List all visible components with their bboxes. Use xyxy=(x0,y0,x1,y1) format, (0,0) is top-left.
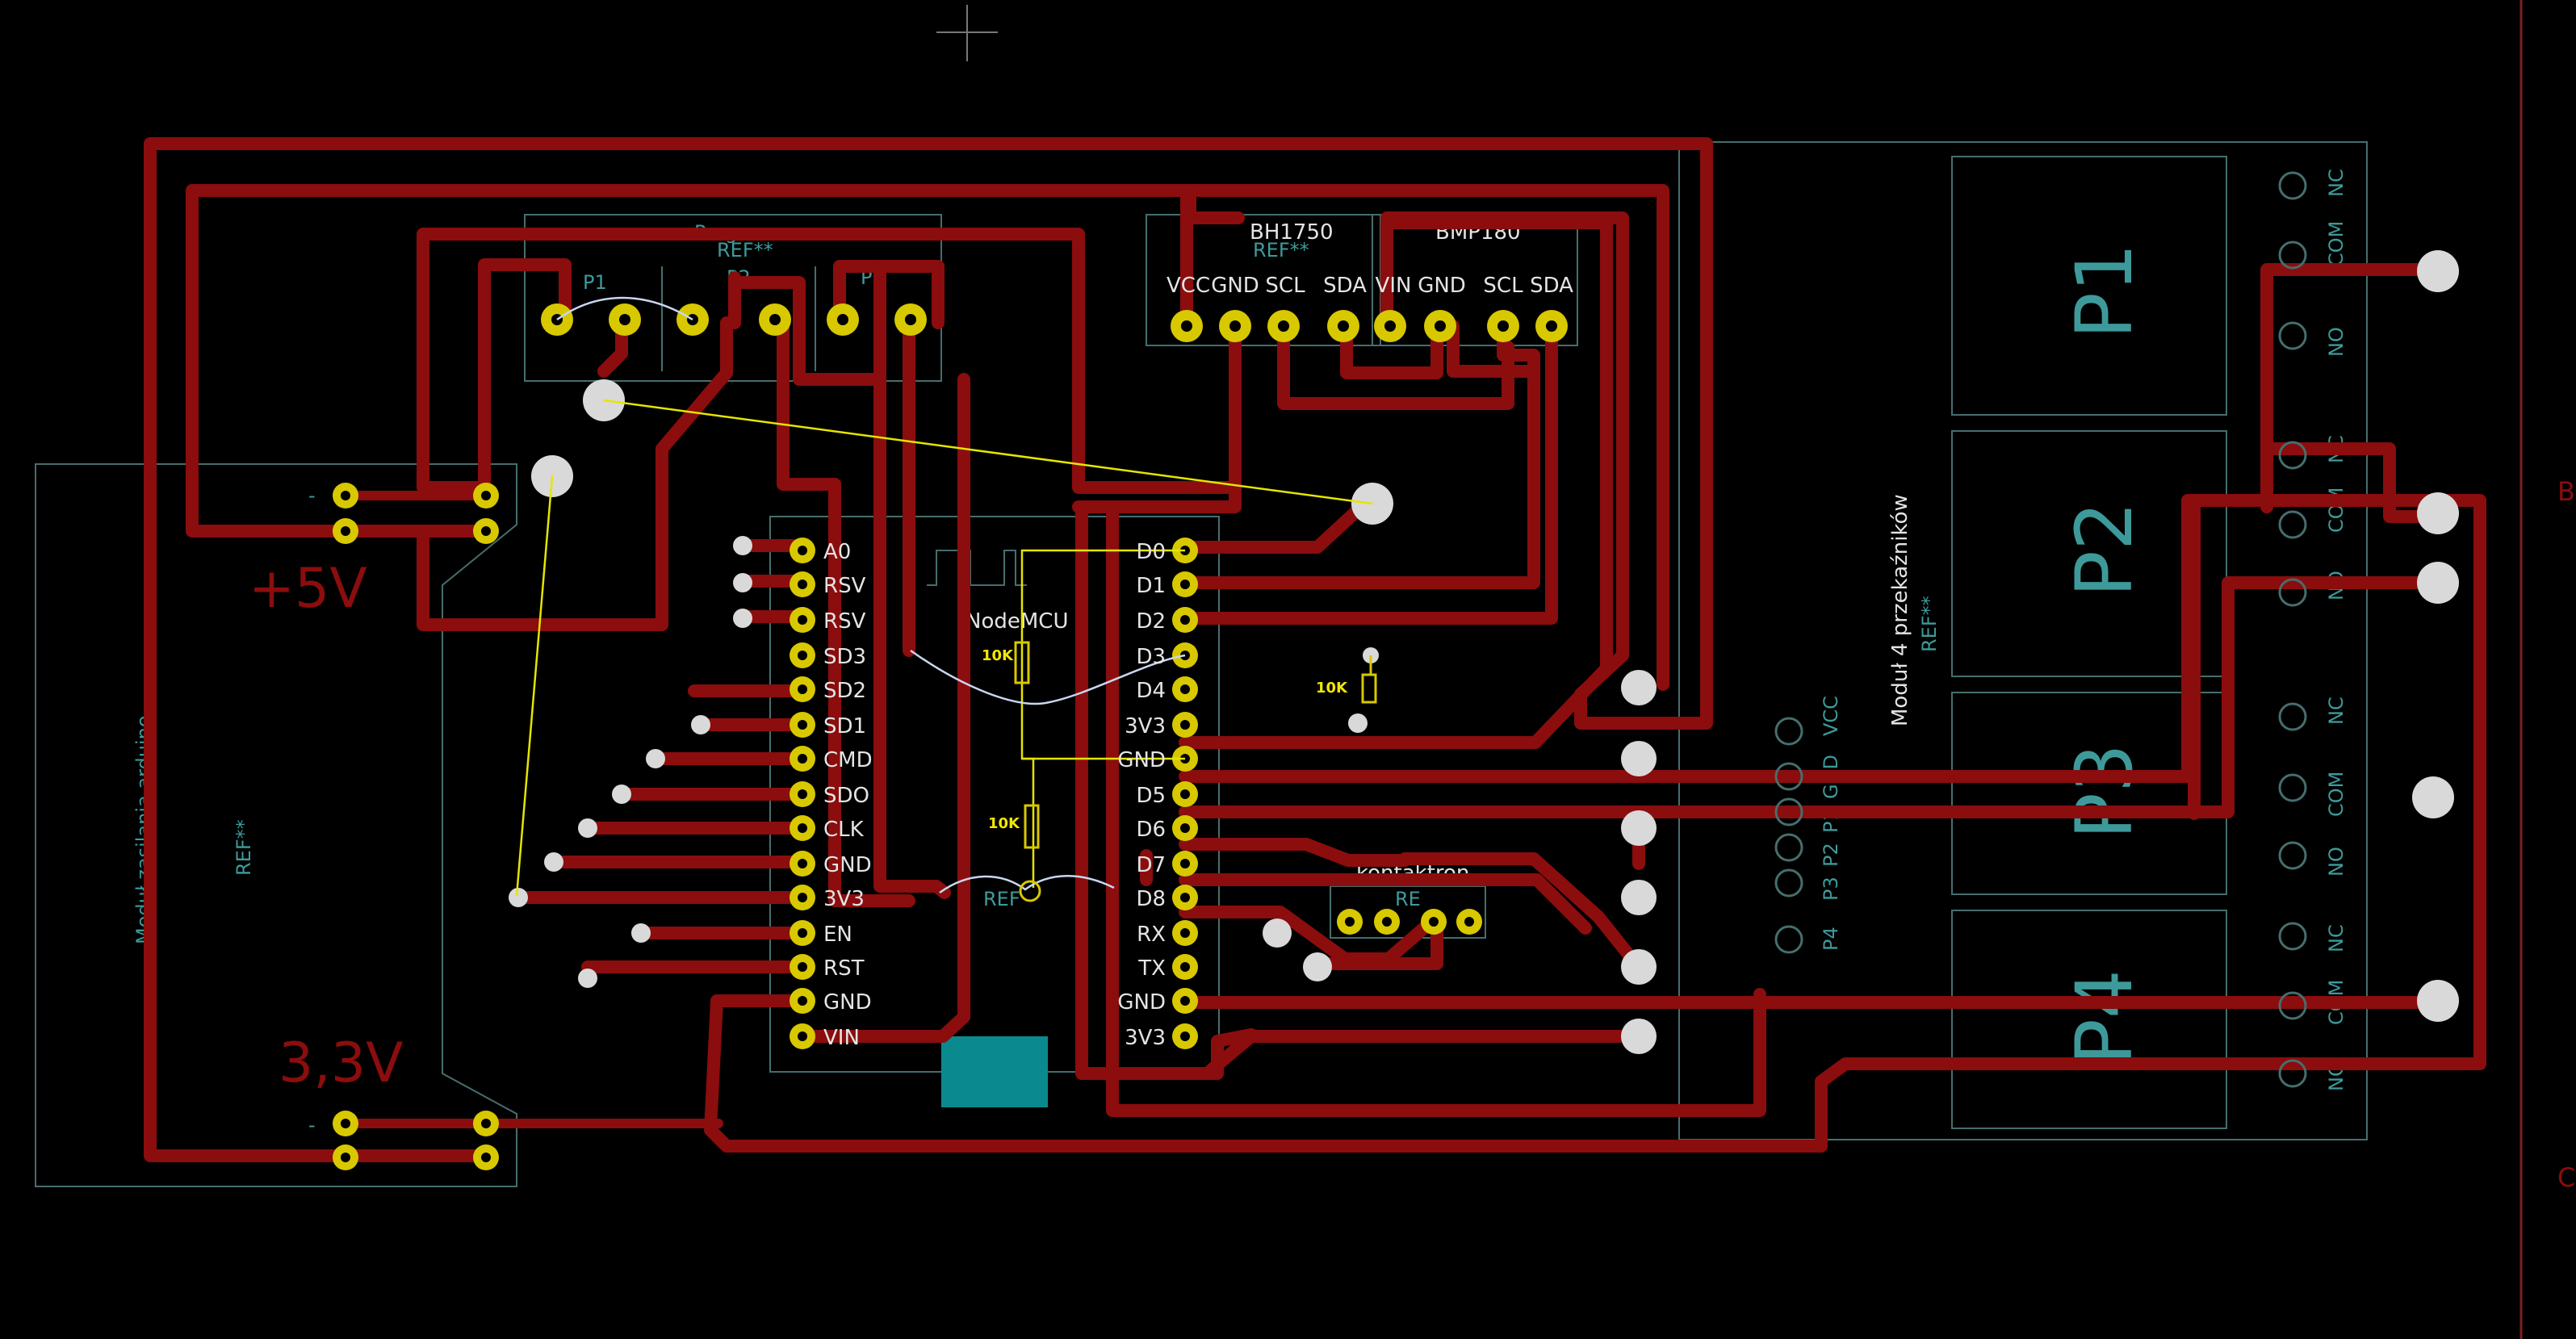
ratsnest-lines xyxy=(515,399,1373,897)
svg-text:VIN: VIN xyxy=(1376,274,1412,298)
svg-text:NC: NC xyxy=(2325,697,2348,725)
relay-module-outline[interactable] xyxy=(1678,141,2368,1140)
svg-text:GND: GND xyxy=(1211,274,1259,298)
resistor-r2-value: 10K xyxy=(1316,680,1348,697)
svg-text:D5: D5 xyxy=(1136,784,1166,808)
program-ref: REF** xyxy=(717,239,773,262)
svg-text:CMD: CMD xyxy=(823,748,873,772)
pads[interactable] xyxy=(333,171,2459,1170)
power-module-outline[interactable] xyxy=(35,463,517,1187)
jumper-wires xyxy=(556,296,1186,902)
nodemcu-title: NodeMCU xyxy=(965,609,1068,634)
relay-module-title: Moduł 4 przekaźników xyxy=(1888,494,1912,726)
svg-text:SCL: SCL xyxy=(1265,274,1305,298)
bh1750-ref: REF** xyxy=(1253,239,1309,262)
svg-text:SDO: SDO xyxy=(823,784,869,808)
svg-text:D7: D7 xyxy=(1136,853,1166,877)
svg-text:3V3: 3V3 xyxy=(1125,714,1166,739)
resistor-r2[interactable]: 10K xyxy=(1316,655,1377,704)
svg-text:RSV: RSV xyxy=(823,609,866,634)
frame-marker-b: B xyxy=(2557,476,2575,507)
svg-text:GND: GND xyxy=(1117,748,1166,772)
nodemcu-left-pin-labels: A0 RSV RSV SD3 SD2 SD1 CMD SDO CLK GND 3… xyxy=(823,540,873,1050)
nodemcu-ref: REF xyxy=(983,888,1020,910)
svg-text:SD1: SD1 xyxy=(823,714,866,739)
relay-p2-outline[interactable] xyxy=(1951,430,2227,677)
svg-text:P4: P4 xyxy=(1820,927,1842,951)
program-p1-label: P1 xyxy=(583,271,607,294)
resistor-r1-value: 10K xyxy=(982,647,1014,664)
relay-module-ref: REF** xyxy=(1918,596,1941,652)
svg-text:VIN: VIN xyxy=(823,1026,860,1050)
power-module-ref: REF** xyxy=(232,819,255,876)
relay-p3-label: P3 xyxy=(2059,743,2150,839)
relay-p1-label: P1 xyxy=(2059,243,2150,339)
relay-p4-outline[interactable] xyxy=(1951,910,2227,1129)
crosshair-cursor xyxy=(936,5,998,61)
svg-text:SCL: SCL xyxy=(1483,274,1523,298)
nodemcu-right-pin-labels: D0 D1 D2 D3 D4 3V3 GND D5 D6 D7 D8 RX TX… xyxy=(1117,540,1166,1050)
svg-text:NO: NO xyxy=(2325,847,2348,877)
relay-p2-label: P2 xyxy=(2059,501,2150,597)
resistor-r3-value: 10K xyxy=(988,815,1020,832)
resistor-r3[interactable]: 10K xyxy=(988,804,1040,849)
relay-header-labels: VCC GND P1 P2 P3 P4 xyxy=(1820,696,1842,951)
svg-text:D1: D1 xyxy=(1136,574,1166,598)
svg-text:GND: GND xyxy=(823,853,872,877)
svg-text:SD2: SD2 xyxy=(823,679,866,703)
svg-text:SD3: SD3 xyxy=(823,645,866,669)
svg-text:SDA: SDA xyxy=(1530,274,1573,298)
svg-text:RSV: RSV xyxy=(823,574,866,598)
svg-text:P3: P3 xyxy=(1820,877,1842,901)
label-5v: +5V xyxy=(249,557,367,621)
svg-text:D8: D8 xyxy=(1136,887,1166,911)
svg-text:D0: D0 xyxy=(1136,540,1166,564)
svg-text:SDA: SDA xyxy=(1323,274,1367,298)
svg-text:A0: A0 xyxy=(823,540,851,564)
power-minus-top: - xyxy=(308,484,316,507)
svg-text:NO: NO xyxy=(2325,327,2348,357)
svg-text:EN: EN xyxy=(823,923,852,947)
svg-text:NC: NC xyxy=(2325,924,2348,952)
resistor-r1[interactable]: 10K xyxy=(982,641,1030,684)
relay-contact-labels: NC COM NO NC COM NO NC COM NO NC COM NO xyxy=(2325,169,2348,1091)
svg-text:3V3: 3V3 xyxy=(1125,1026,1166,1050)
label-3v3: 3,3V xyxy=(279,1031,404,1095)
svg-text:D3: D3 xyxy=(1136,645,1166,669)
svg-text:TX: TX xyxy=(1137,956,1166,981)
svg-text:D4: D4 xyxy=(1136,679,1166,703)
contactron-ref: RE xyxy=(1395,888,1421,910)
svg-text:VCC: VCC xyxy=(1167,274,1210,298)
svg-text:GND: GND xyxy=(1418,274,1466,298)
power-minus-bottom: - xyxy=(308,1114,316,1136)
relay-p1-outline[interactable] xyxy=(1951,156,2227,416)
svg-text:D2: D2 xyxy=(1136,609,1166,634)
sensor-pin-labels: VCC GND SCL SDA VIN GND SCL SDA xyxy=(1167,274,1573,298)
svg-text:VCC: VCC xyxy=(1820,696,1842,736)
relay-p4-label: P4 xyxy=(2059,969,2150,1065)
svg-text:GND: GND xyxy=(1117,990,1166,1015)
svg-text:RST: RST xyxy=(823,956,865,981)
svg-text:GND: GND xyxy=(823,990,872,1015)
svg-text:RX: RX xyxy=(1137,923,1166,947)
svg-text:D6: D6 xyxy=(1136,818,1166,842)
svg-text:P2: P2 xyxy=(1820,843,1842,867)
svg-text:COM: COM xyxy=(2325,772,2348,817)
usb-connector xyxy=(941,1036,1048,1107)
svg-text:3V3: 3V3 xyxy=(823,887,865,911)
frame-marker-c: C xyxy=(2557,1162,2575,1193)
svg-text:NC: NC xyxy=(2325,169,2348,197)
svg-text:COM: COM xyxy=(2325,221,2348,266)
bh1750-title: BH1750 xyxy=(1250,220,1334,245)
svg-text:CLK: CLK xyxy=(823,818,865,842)
